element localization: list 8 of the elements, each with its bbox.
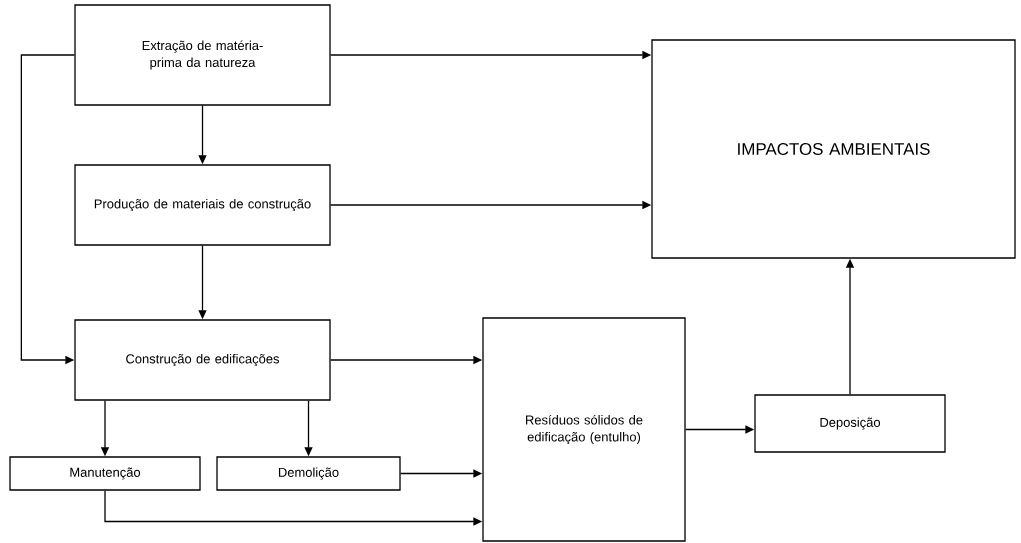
process-box: Manutenção xyxy=(9,456,201,491)
process-box: Demolição xyxy=(216,456,401,491)
process-box: Produção de materiais de construção xyxy=(74,164,331,246)
process-box: Resíduos sólidos de edificação (entulho) xyxy=(482,317,686,542)
process-box: Construção de edificações xyxy=(74,319,331,401)
process-box: Extração de matéria-prima da natureza xyxy=(74,4,331,106)
process-box: IMPACTOS AMBIENTAIS xyxy=(651,39,1016,259)
process-box: Deposição xyxy=(754,394,946,453)
